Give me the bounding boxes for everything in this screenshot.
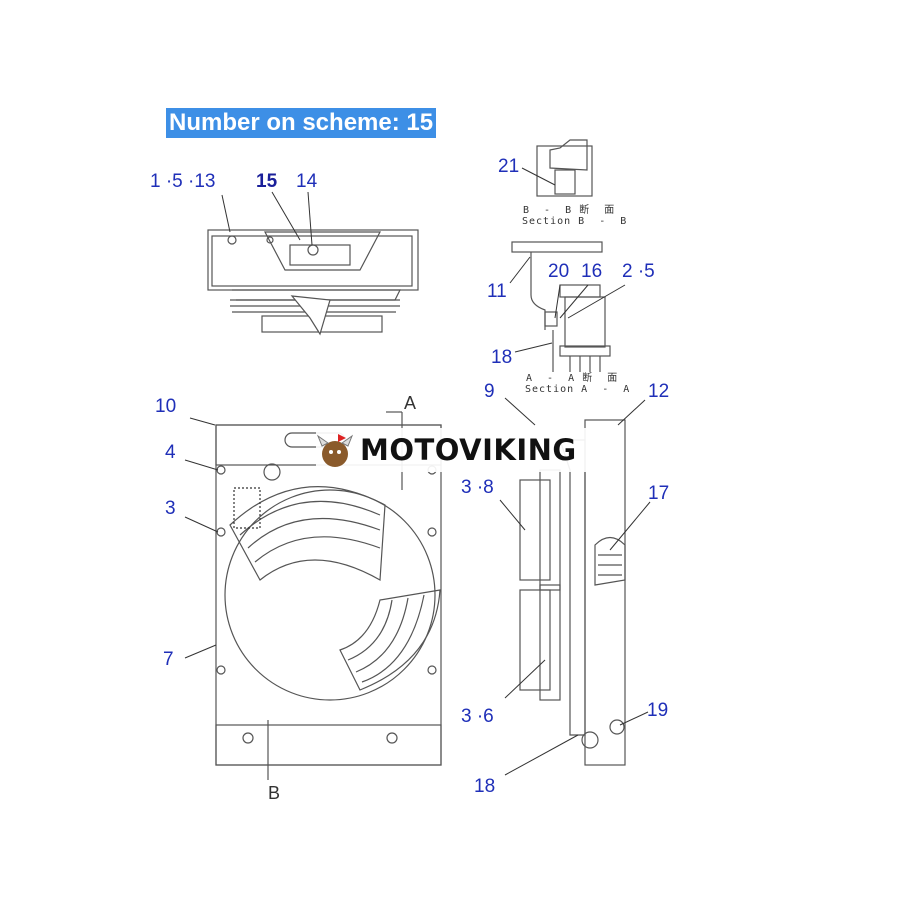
callout-14: 14 [296, 171, 318, 192]
callout-15-highlighted: 15 [256, 171, 278, 192]
callout-3: 3 [165, 498, 176, 519]
scheme-number-banner: Number on scheme: 15 [166, 108, 437, 138]
callout-2-5: 2 ·5 [622, 261, 655, 282]
callout-10: 10 [155, 396, 177, 417]
callout-11: 11 [487, 281, 507, 302]
front-view-drawing [215, 411, 442, 780]
watermark-text: MOTOVIKING [360, 433, 577, 467]
section-b-drawing [536, 139, 593, 197]
callout-1-5-13: 1 ·5 ·13 [150, 171, 216, 192]
motoviking-watermark: MOTOVIKING [316, 428, 586, 472]
callout-19: 19 [647, 700, 669, 721]
section-marker-a: A [404, 393, 417, 413]
section-a-drawing [511, 241, 611, 372]
section-b-caption-jp: B - B 断 面 [523, 205, 616, 216]
callout-21: 21 [498, 156, 520, 177]
callout-3-6: 3 ·6 [461, 706, 494, 727]
callout-7: 7 [163, 649, 174, 670]
callout-18-side: 18 [474, 776, 496, 797]
leader-lines [184, 167, 651, 776]
viking-mascot-icon [316, 434, 354, 467]
callout-20: 20 [548, 261, 570, 282]
callout-12: 12 [648, 381, 670, 402]
section-a-caption-en: Section A - A [525, 384, 631, 395]
section-marker-b: B [268, 783, 281, 803]
callout-17: 17 [648, 483, 670, 504]
callout-18-section-a: 18 [491, 347, 513, 368]
section-b-caption-en: Section B - B [522, 216, 628, 227]
top-view-drawing [207, 229, 419, 336]
callout-4: 4 [165, 442, 176, 463]
callout-9: 9 [484, 381, 495, 402]
section-a-caption-jp: A - A 断 面 [526, 373, 619, 384]
callout-16: 16 [581, 261, 603, 282]
callout-3-8: 3 ·8 [461, 477, 494, 498]
